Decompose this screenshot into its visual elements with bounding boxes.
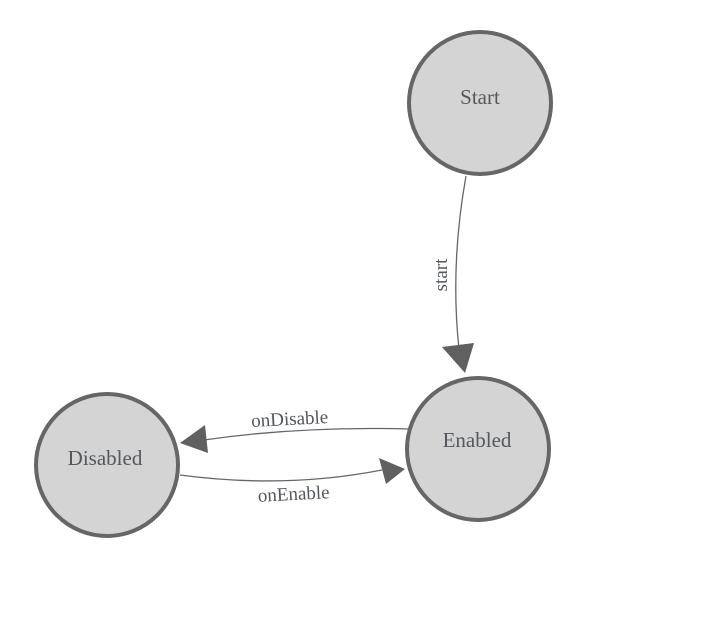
edge-line-onenable <box>179 469 383 482</box>
node-circle-start[interactable] <box>407 30 553 176</box>
edge-line-ondisable <box>203 427 410 441</box>
node-circle-enabled[interactable] <box>405 376 551 522</box>
edge-start-to-enabled: start <box>431 175 474 373</box>
state-node-enabled[interactable]: Enabled <box>405 376 551 522</box>
edge-enabled-to-disabled: onDisable <box>180 407 410 453</box>
node-label-disabled: Disabled <box>68 446 143 470</box>
node-label-start: Start <box>460 85 500 109</box>
edge-line-start <box>455 175 467 350</box>
state-node-disabled[interactable]: Disabled <box>34 392 180 538</box>
edge-label-ondisable: onDisable <box>251 407 329 432</box>
edge-disabled-to-enabled: onEnable <box>179 458 405 507</box>
arrowhead-icon <box>180 425 208 453</box>
arrowhead-icon <box>379 458 405 484</box>
state-node-start[interactable]: Start <box>407 30 553 176</box>
node-label-enabled: Enabled <box>443 428 512 452</box>
edge-label-onenable: onEnable <box>257 482 330 507</box>
edge-label-start: start <box>431 258 452 291</box>
node-circle-disabled[interactable] <box>34 392 180 538</box>
arrowhead-icon <box>442 343 474 373</box>
